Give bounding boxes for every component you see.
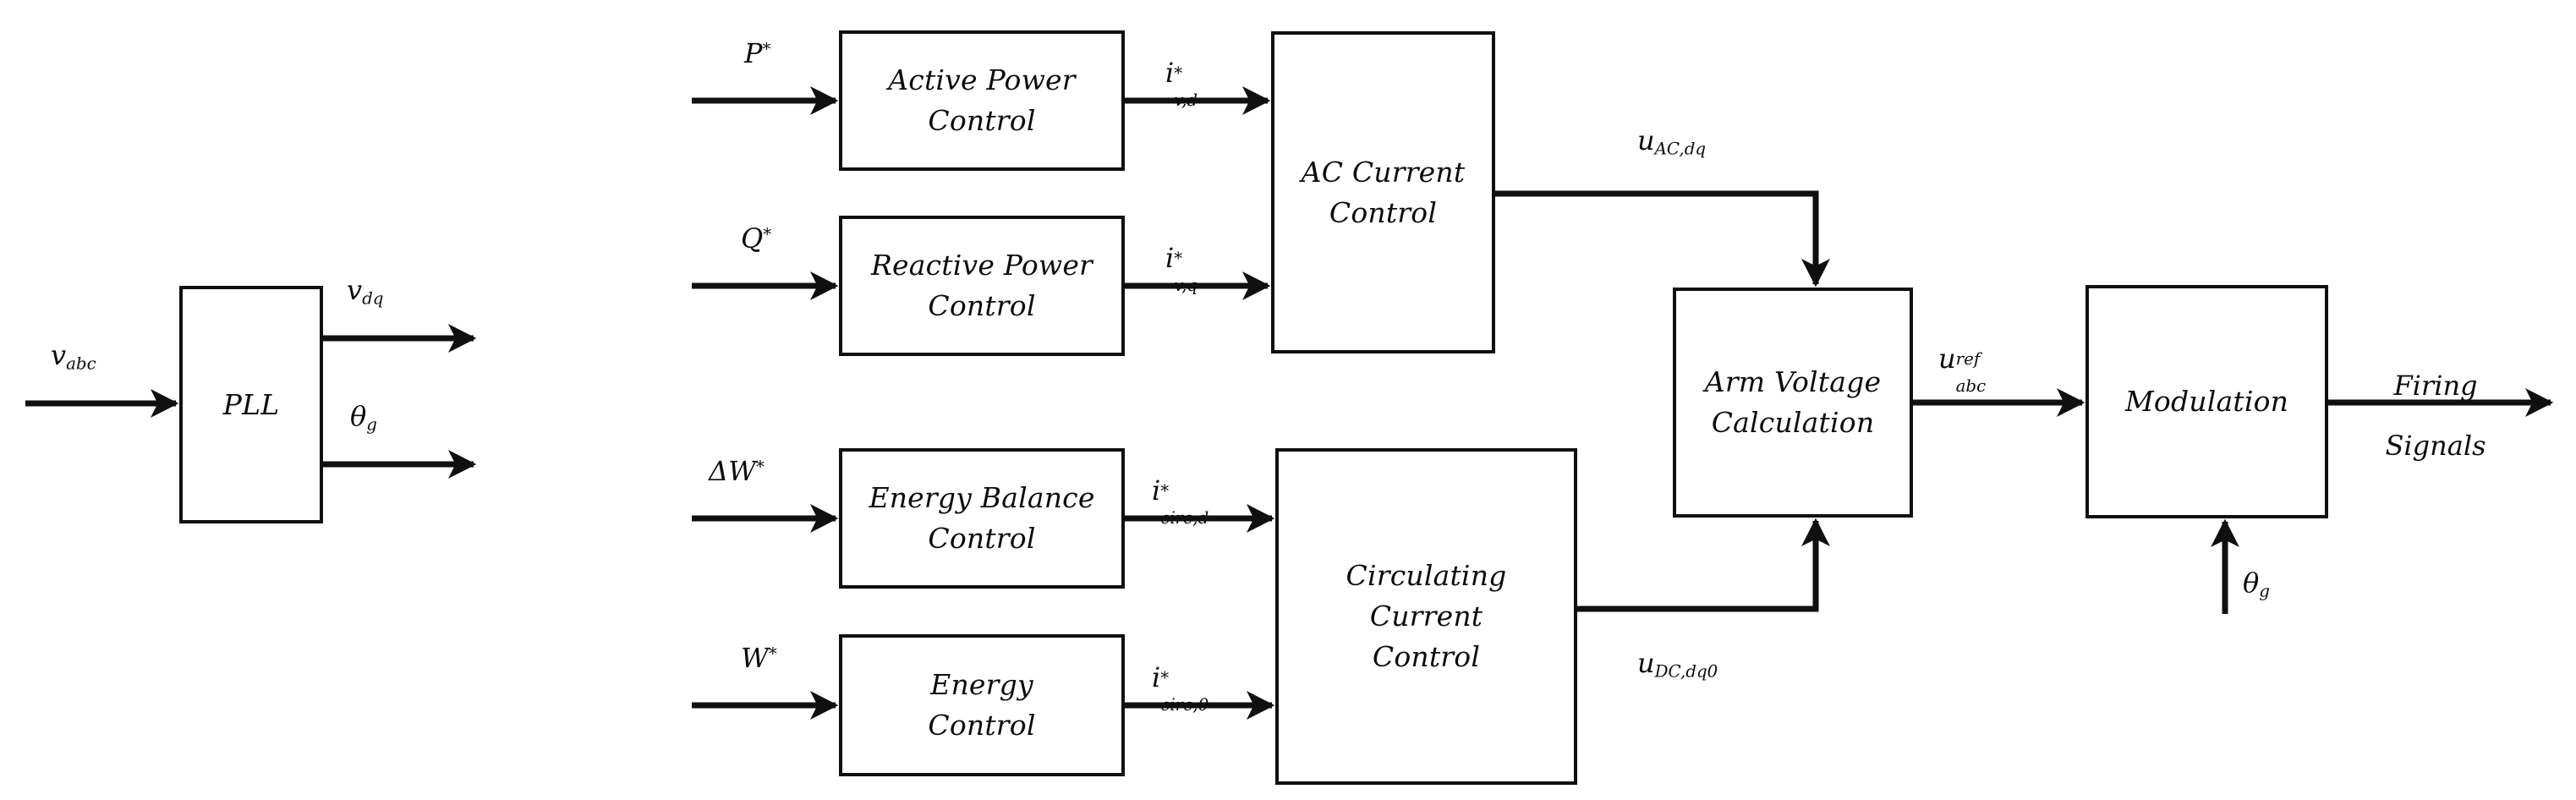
block-active-power-control[interactable]: Active Power Control bbox=[839, 30, 1125, 171]
signal-label-u-ac-dq: uAC,dq bbox=[1637, 124, 1707, 159]
signal-label-u-dc-dq0: uDC,dq0 bbox=[1637, 647, 1718, 682]
wire-accurrent-to-armvoltage bbox=[1495, 190, 1830, 288]
signal-label-delta-w-ref: ΔW* bbox=[709, 455, 765, 487]
block-pll[interactable]: PLL bbox=[179, 286, 323, 523]
block-energy-control[interactable]: Energy Control bbox=[839, 634, 1125, 776]
firing-line-1: Firing bbox=[2393, 369, 2478, 402]
signal-label-p-ref: P* bbox=[744, 37, 771, 69]
firing-line-2: Signals bbox=[2385, 430, 2486, 463]
block-arm-voltage-calculation[interactable]: Arm Voltage Calculation bbox=[1673, 288, 1913, 518]
signal-label-i-circ-0: i*circ,0 bbox=[1152, 661, 1209, 715]
signal-label-theta-g-pll: θg bbox=[350, 400, 377, 435]
block-active-power-control-label: Active Power Control bbox=[888, 63, 1076, 137]
block-modulation[interactable]: Modulation bbox=[2085, 285, 2328, 518]
signal-label-q-ref: Q* bbox=[741, 222, 772, 255]
block-modulation-label: Modulation bbox=[2124, 385, 2289, 419]
block-energy-balance-control-label: Energy Balance Control bbox=[869, 481, 1095, 555]
signal-label-i-v-d: i*v,d bbox=[1165, 57, 1198, 111]
block-reactive-power-control-label: Reactive Power Control bbox=[870, 249, 1093, 322]
block-reactive-power-control[interactable]: Reactive Power Control bbox=[839, 216, 1125, 356]
signal-label-i-circ-d: i*circ,d bbox=[1152, 474, 1209, 529]
block-ac-current-control[interactable]: AC Current Control bbox=[1271, 31, 1495, 353]
signal-label-i-v-q: i*v,q bbox=[1165, 242, 1198, 296]
signal-label-v-dq: vdq bbox=[347, 274, 384, 309]
wire-circulating-to-armvoltage bbox=[1577, 518, 1830, 612]
signal-label-firing-signals: Firing Signals bbox=[2360, 341, 2512, 462]
block-ac-current-control-label: AC Current Control bbox=[1301, 155, 1466, 229]
block-circulating-current-control[interactable]: Circulating Current Control bbox=[1275, 448, 1577, 785]
block-circulating-current-control-label: Circulating Current Control bbox=[1346, 559, 1507, 673]
block-arm-voltage-calculation-label: Arm Voltage Calculation bbox=[1704, 365, 1882, 439]
block-energy-control-label: Energy Control bbox=[928, 668, 1036, 742]
signal-label-w-ref: W* bbox=[741, 642, 777, 674]
signal-label-v-abc: vabc bbox=[51, 339, 96, 374]
signal-label-theta-g-modulation: θg bbox=[2243, 567, 2270, 601]
block-energy-balance-control[interactable]: Energy Balance Control bbox=[839, 448, 1125, 589]
block-pll-label: PLL bbox=[222, 387, 280, 421]
